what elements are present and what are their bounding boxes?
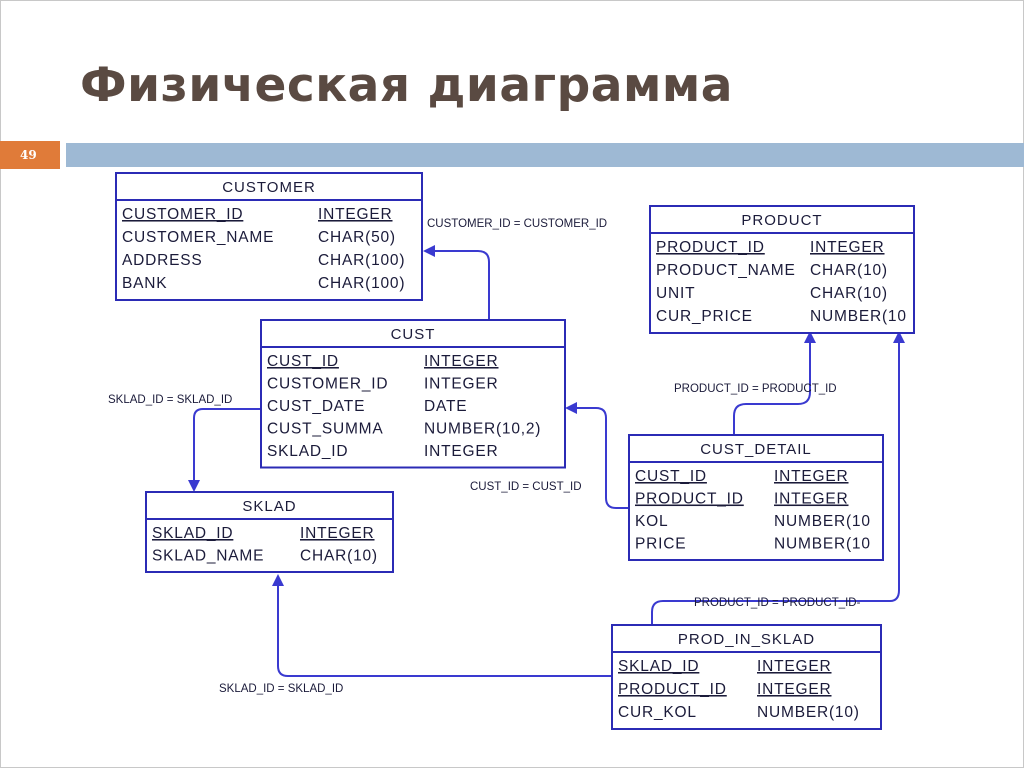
field-type: INTEGER	[318, 206, 393, 223]
field-name: CUST_ID	[635, 468, 707, 485]
field-name: KOL	[635, 513, 668, 530]
field-name: PRODUCT_ID	[656, 239, 765, 256]
field-name: CUSTOMER_ID	[267, 376, 388, 393]
relation-label: CUSTOMER_ID = CUSTOMER_ID	[427, 218, 607, 230]
field-type: INTEGER	[774, 491, 849, 508]
field-name: SKLAD_ID	[152, 525, 233, 542]
field-name: PRODUCT_ID	[635, 491, 744, 508]
field-name: CUST_SUMMA	[267, 421, 384, 438]
relation-line-cust-to-sklad	[188, 408, 261, 492]
field-type: CHAR(10)	[810, 285, 888, 302]
relation-line-cust-detail-to-cust	[565, 402, 629, 509]
slide-title: Физическая диаграмма	[80, 58, 734, 113]
field-name: SKLAD_ID	[618, 658, 699, 675]
field-name: PRICE	[635, 536, 686, 553]
field-type: INTEGER	[300, 525, 375, 542]
field-name: CUST_ID	[267, 353, 339, 370]
entity-box-customer	[115, 172, 423, 301]
field-name: ADDRESS	[122, 252, 203, 269]
field-type: INTEGER	[424, 443, 499, 460]
field-type: NUMBER(10,2)	[424, 421, 541, 438]
field-type: NUMBER(10	[774, 536, 871, 553]
field-type: CHAR(50)	[318, 229, 396, 246]
field-type: DATE	[424, 398, 467, 415]
entity-customer: CUSTOMER CUSTOMER_ID INTEGER CUSTOMER_NAME C…	[115, 172, 423, 301]
entity-cust-detail: CUST_DETAIL CUST_ID INTEGER PRODUCT_ID INTEG…	[628, 434, 884, 561]
field-type: CHAR(10)	[810, 262, 888, 279]
field-name: CUSTOMER_NAME	[122, 229, 274, 246]
field-type: INTEGER	[810, 239, 885, 256]
relation-label: SKLAD_ID = SKLAD_ID	[108, 394, 232, 406]
relation-label: PRODUCT_ID = PRODUCT_ID	[674, 383, 837, 395]
entity-cust: CUST CUST_ID INTEGER CUSTOMER_ID INTEGER CUST…	[260, 319, 566, 469]
entity-title-cust-detail: CUST_DETAIL	[700, 441, 812, 458]
page-number-badge: 49	[0, 141, 60, 169]
entity-box-product	[649, 205, 915, 334]
field-type: NUMBER(10	[810, 308, 907, 325]
entities-layer: CUSTOMER CUSTOMER_ID INTEGER CUSTOMER_NAME C…	[115, 172, 915, 730]
field-name: UNIT	[656, 285, 695, 302]
field-name: CUSTOMER_ID	[122, 206, 243, 223]
field-type: INTEGER	[757, 658, 832, 675]
field-name: CUR_PRICE	[656, 308, 753, 325]
field-type: INTEGER	[757, 681, 832, 698]
relation-line-prod-in-sklad-to-sklad	[272, 574, 612, 677]
field-name: CUR_KOL	[618, 704, 697, 721]
entity-title-prod-in-sklad: PROD_IN_SKLAD	[678, 631, 815, 648]
field-name: PRODUCT_ID	[618, 681, 727, 698]
relations-layer: CUSTOMER_ID = CUSTOMER_ID SKLAD_ID = SKLA…	[108, 218, 905, 695]
relation-line-cust-to-customer	[423, 245, 490, 320]
entity-box-prod-in-sklad	[611, 624, 882, 730]
field-type: INTEGER	[424, 353, 499, 370]
entity-title-product: PRODUCT	[741, 212, 822, 229]
entity-title-cust: CUST	[391, 326, 436, 343]
entity-box-cust	[260, 319, 566, 469]
field-type: NUMBER(10	[774, 513, 871, 530]
field-name: SKLAD_ID	[267, 443, 348, 460]
entity-box-cust-detail	[628, 434, 884, 561]
field-type: CHAR(10)	[300, 548, 378, 565]
field-name: PRODUCT_NAME	[656, 262, 796, 279]
entity-title-sklad: SKLAD	[242, 498, 296, 515]
title-underline-bar	[66, 143, 1024, 167]
field-name: CUST_DATE	[267, 398, 365, 415]
field-type: NUMBER(10)	[757, 704, 860, 721]
field-type: INTEGER	[774, 468, 849, 485]
entity-title-customer: CUSTOMER	[222, 179, 316, 196]
field-name: SKLAD_NAME	[152, 548, 264, 565]
relation-label: PRODUCT_ID = PRODUCT_ID-	[694, 597, 861, 609]
relation-line-cust-detail-to-product	[733, 331, 816, 435]
field-type: CHAR(100)	[318, 275, 405, 292]
relation-line-prod-in-sklad-to-product	[651, 331, 905, 625]
entity-sklad: SKLAD SKLAD_ID INTEGER SKLAD_NAME CHAR(10)	[145, 491, 394, 573]
entity-box-sklad	[145, 491, 394, 573]
field-name: BANK	[122, 275, 167, 292]
relation-label: SKLAD_ID = SKLAD_ID	[219, 683, 343, 695]
entity-prod-in-sklad: PROD_IN_SKLAD SKLAD_ID INTEGER PRODUCT_ID IN…	[611, 624, 882, 730]
field-type: CHAR(100)	[318, 252, 405, 269]
field-type: INTEGER	[424, 376, 499, 393]
entity-product: PRODUCT PRODUCT_ID INTEGER PRODUCT_NAME CHAR…	[649, 205, 915, 334]
relation-label: CUST_ID = CUST_ID	[470, 481, 582, 493]
